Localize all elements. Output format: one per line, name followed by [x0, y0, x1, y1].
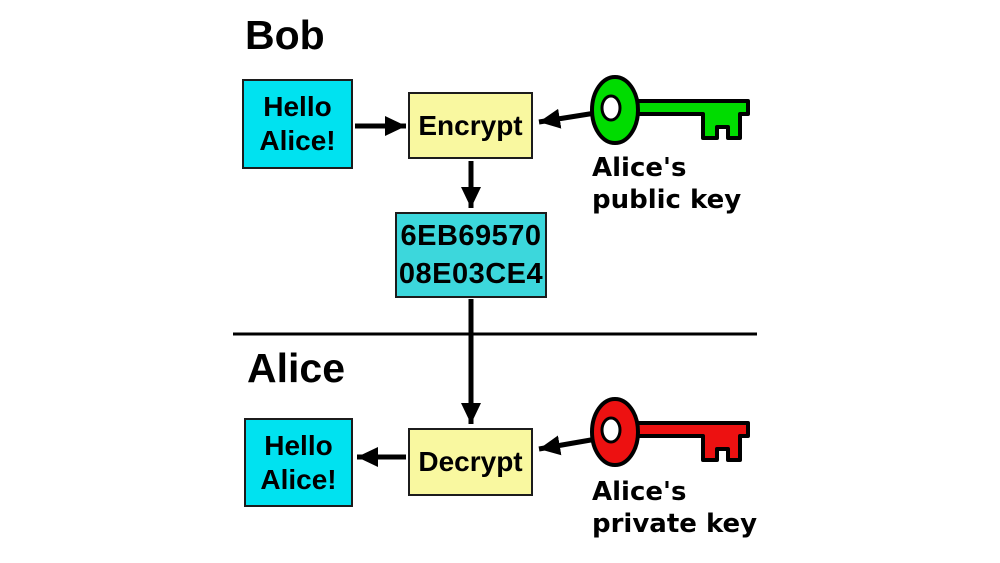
public-key-caption: Alice's public key	[592, 153, 742, 215]
bob-section-title: Bob	[245, 12, 325, 58]
private-key-icon	[590, 397, 750, 467]
ciphertext-box: 6EB69570 08E03CE4	[395, 212, 547, 298]
encrypt-box: Encrypt	[408, 92, 533, 159]
plaintext-message-box-top: Hello Alice!	[242, 79, 353, 169]
private-key-hole	[600, 416, 622, 444]
public-key-hole	[600, 94, 622, 122]
private-key-caption: Alice's private key	[592, 477, 758, 539]
decrypt-box: Decrypt	[408, 428, 533, 496]
public-key-icon	[590, 75, 750, 145]
alice-section-title: Alice	[247, 345, 345, 391]
plaintext-message-box-bottom: Hello Alice!	[244, 418, 353, 507]
